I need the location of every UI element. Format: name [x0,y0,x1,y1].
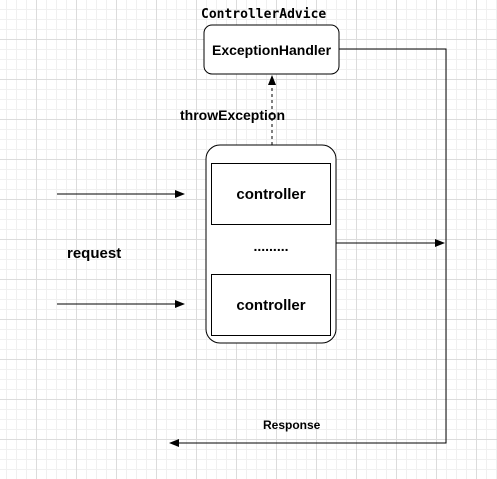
controller-box-top [211,163,331,225]
exception-handler-label: ExceptionHandler [211,41,332,58]
throw-exception-label: throwException [180,107,286,123]
response-label: Response [263,418,321,432]
controller-advice-label: ControllerAdvice [201,7,327,22]
handler-output-line [339,48,447,243]
request-label: request [67,245,122,262]
controller-bottom-label: controller [236,296,306,314]
controller-ellipsis: ......... [253,238,289,254]
controller-box-bottom [211,274,331,336]
controller-top-label: controller [236,185,306,203]
response-arrow [169,243,447,447]
